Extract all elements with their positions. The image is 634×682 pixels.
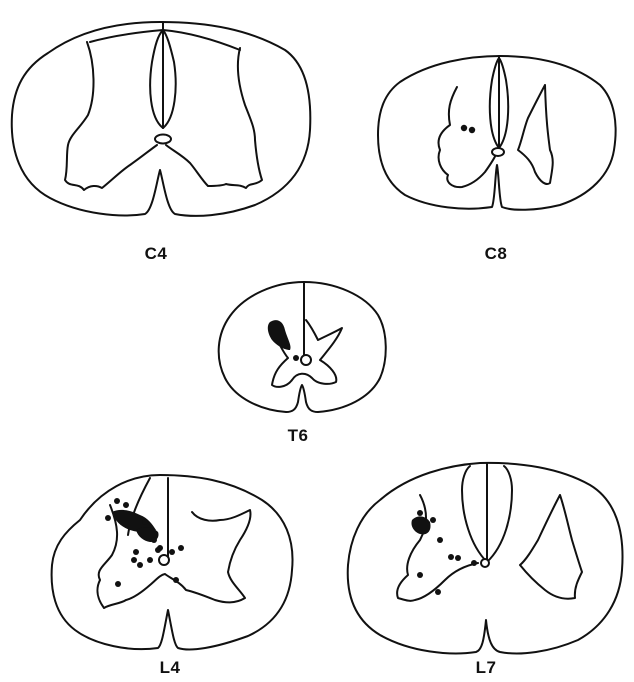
central-canal (155, 135, 171, 144)
cord-outline (12, 22, 311, 216)
cell-marker (151, 537, 157, 543)
cell-marker (471, 560, 477, 566)
gray-matter-left (65, 42, 157, 190)
gray-matter-right (518, 85, 553, 184)
gray-matter-right (520, 495, 582, 599)
central-canal (481, 559, 489, 567)
cell-marker (430, 517, 436, 523)
dorsal-column-right (487, 466, 512, 562)
cell-marker (131, 557, 137, 563)
labeled-cluster (268, 320, 291, 350)
cell-marker (142, 519, 148, 525)
cell-marker (435, 589, 441, 595)
dorsal-horn-border-left (90, 30, 163, 42)
section-label-t6: T6 (288, 426, 309, 446)
section-c4 (12, 22, 311, 216)
cell-marker (115, 581, 121, 587)
cord-outline (378, 56, 616, 210)
cell-marker (123, 502, 129, 508)
cell-marker (105, 515, 111, 521)
cell-marker (469, 127, 475, 133)
section-label-c4: C4 (145, 244, 168, 264)
cord-outline (52, 475, 293, 650)
section-label-c8: C8 (485, 244, 508, 264)
cell-marker (114, 498, 120, 504)
central-canal (301, 355, 311, 365)
section-label-l4: L4 (160, 658, 181, 678)
cell-marker (437, 537, 443, 543)
cell-marker (173, 577, 179, 583)
gray-matter-right (166, 48, 262, 188)
dorsal-column-left (462, 466, 487, 562)
cord-outline (219, 282, 386, 412)
central-canal (159, 555, 169, 565)
section-l4 (52, 475, 293, 650)
cell-marker (133, 549, 139, 555)
section-l7 (348, 463, 623, 654)
cell-marker (417, 510, 423, 516)
cell-marker (178, 545, 184, 551)
section-t6 (219, 282, 386, 412)
cell-marker (169, 549, 175, 555)
dorsal-column-left (150, 30, 163, 128)
section-c8 (378, 56, 616, 210)
section-label-l7: L7 (476, 658, 497, 678)
dorsal-horn-border-right (163, 30, 240, 50)
cell-marker (455, 555, 461, 561)
labeled-cluster (411, 516, 430, 534)
cell-marker (137, 562, 143, 568)
central-canal (492, 148, 504, 156)
gray-matter-left (397, 495, 478, 601)
dorsal-column-right (499, 58, 508, 148)
cell-marker (157, 545, 163, 551)
dorsal-column-left (490, 58, 499, 148)
dorsal-column-right (163, 30, 176, 128)
gray-matter-left (438, 87, 497, 187)
cell-marker (147, 557, 153, 563)
cell-marker (448, 554, 454, 560)
cell-marker (461, 125, 467, 131)
cell-marker (417, 572, 423, 578)
cell-marker (293, 355, 299, 361)
